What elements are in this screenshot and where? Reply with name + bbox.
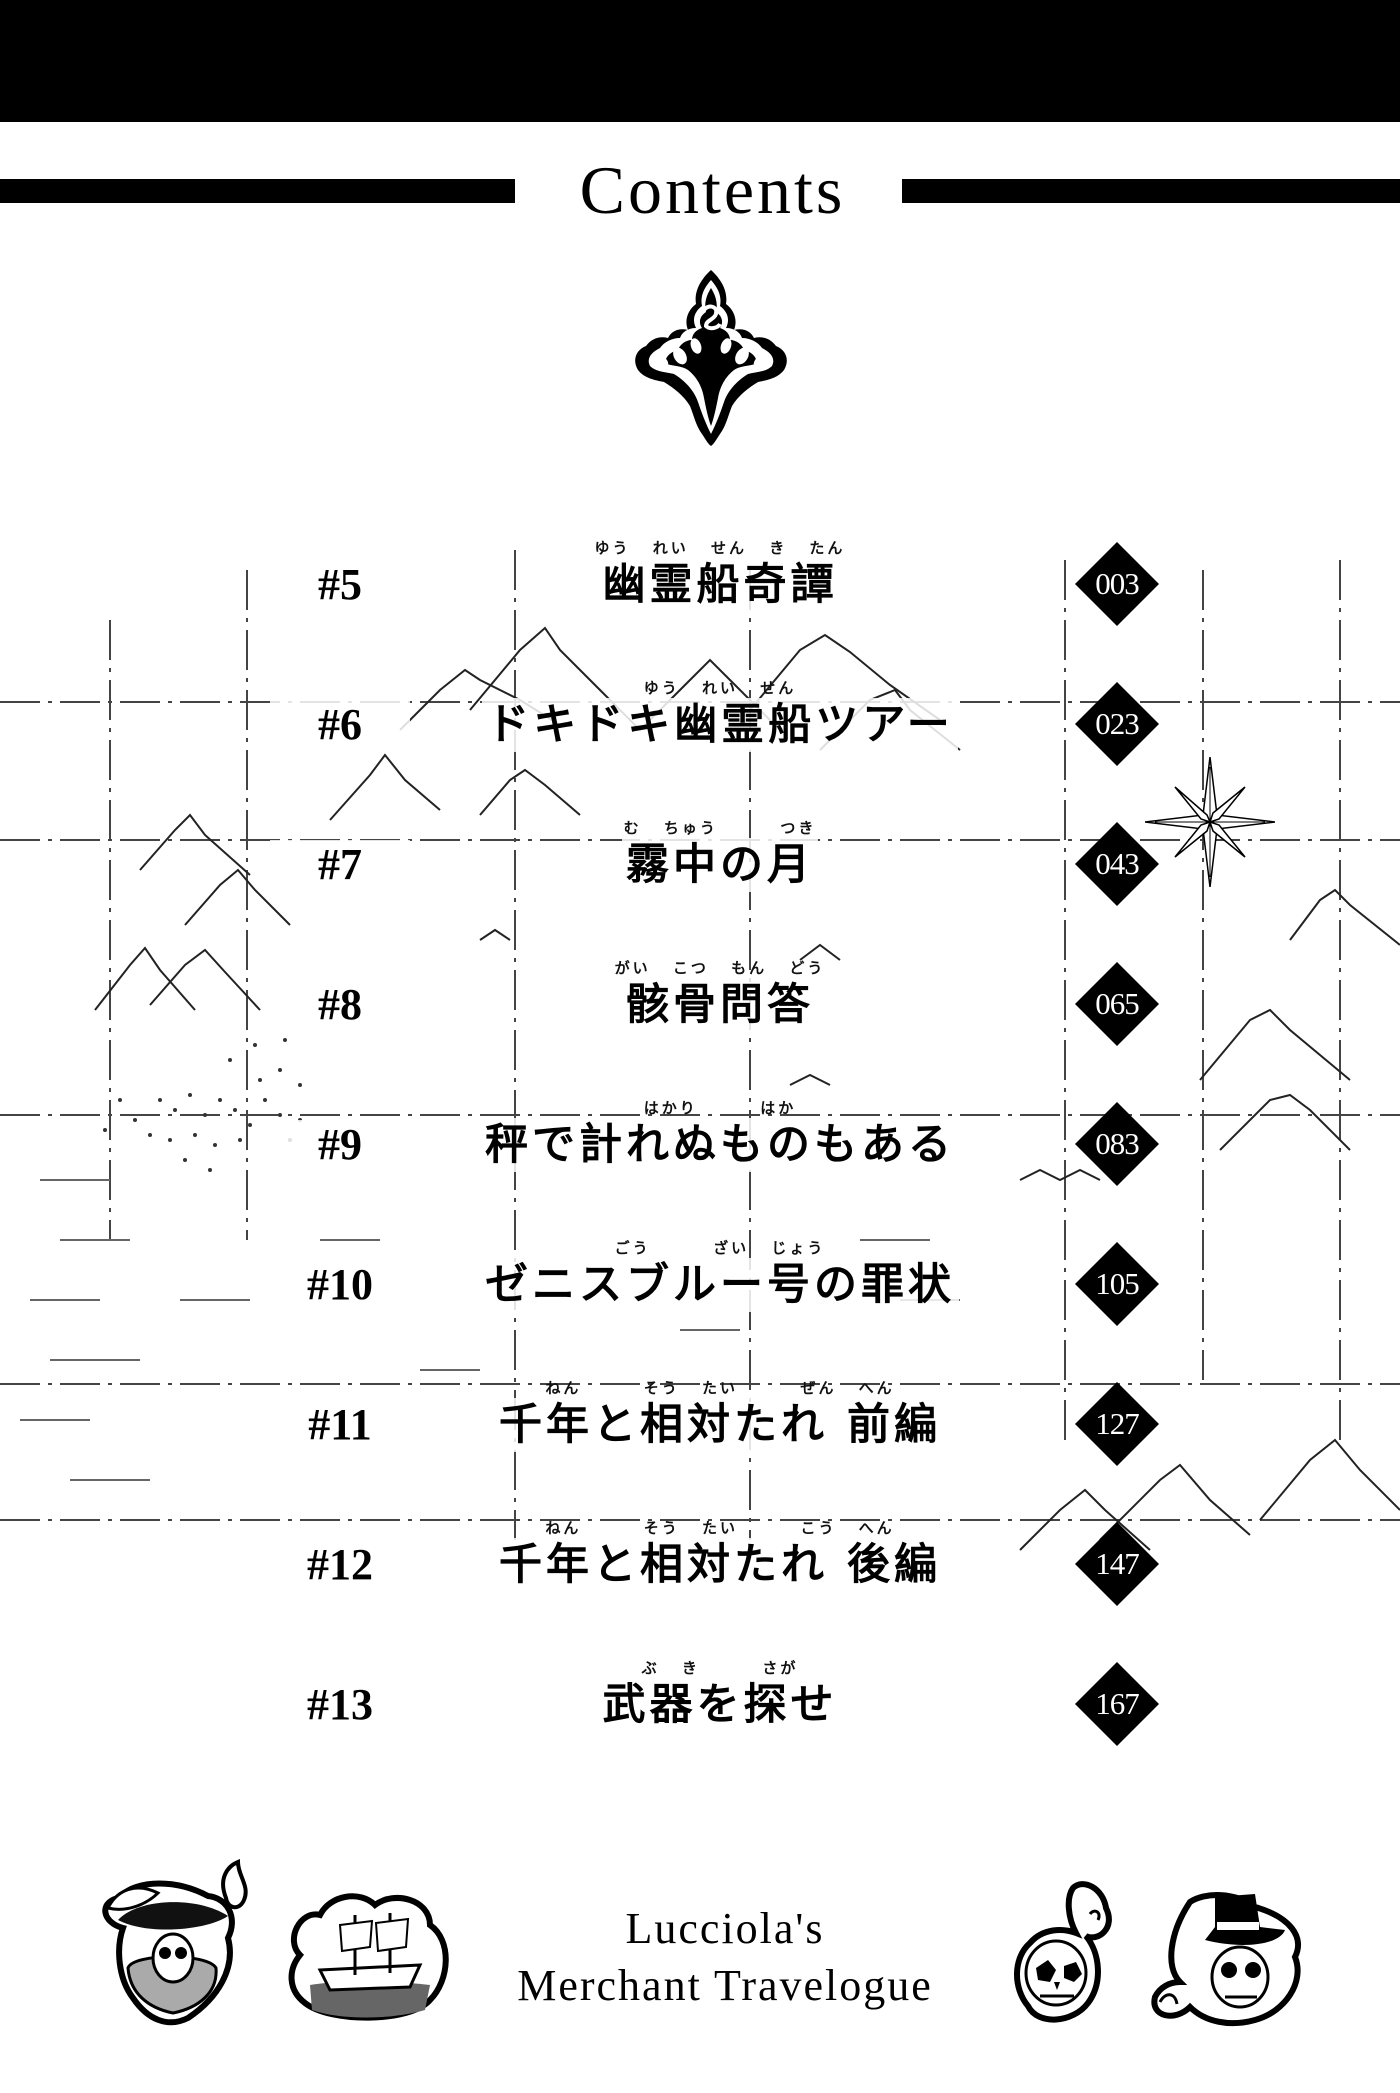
chapter-number: #8 <box>270 980 410 1030</box>
diamond-icon <box>1075 822 1159 906</box>
diamond-icon <box>1075 962 1159 1046</box>
diamond-icon <box>1075 1522 1159 1606</box>
chapter-number: #6 <box>270 700 410 750</box>
page-number: 003 <box>1095 566 1140 601</box>
chapter-ruby: ゆう れい せん <box>643 679 797 697</box>
page-badge[interactable]: 127 <box>1075 1382 1159 1466</box>
page-number: 023 <box>1095 706 1140 741</box>
chapter-ruby: む ちゅう つき <box>623 819 817 837</box>
page-badge[interactable]: 043 <box>1075 822 1159 906</box>
series-logo: Lucciola's Merchant Travelogue <box>470 1900 980 2014</box>
chapter-number: #9 <box>270 1120 410 1170</box>
page-number: 167 <box>1095 1686 1140 1721</box>
page-badge[interactable]: 167 <box>1075 1662 1159 1746</box>
chapter-number: #5 <box>270 560 410 610</box>
page-badge[interactable]: 105 <box>1075 1242 1159 1326</box>
chapter-title[interactable]: ドキドキ幽霊船ツアー <box>482 698 958 752</box>
chapter-title[interactable]: 秤で計れぬものもある <box>481 1118 959 1172</box>
page-badge[interactable]: 083 <box>1075 1102 1159 1186</box>
top-black-bar <box>0 0 1400 122</box>
chapter-title[interactable]: 千年と相対たれ 前編 <box>495 1398 945 1452</box>
compass-rose-icon <box>1145 757 1275 887</box>
chapter-title[interactable]: ゼニスブルー号の罪状 <box>481 1258 959 1312</box>
chapter-ruby: がい こつ もん どう <box>614 959 826 977</box>
chapter-title[interactable]: 霧中の月 <box>622 838 818 892</box>
page-number: 083 <box>1095 1126 1140 1161</box>
page-badge[interactable]: 147 <box>1075 1522 1159 1606</box>
page-badge[interactable]: 065 <box>1075 962 1159 1046</box>
chapter-title[interactable]: 骸骨問答 <box>622 978 818 1032</box>
chapter-ruby: はかり はか <box>643 1099 797 1117</box>
chapter-title[interactable]: 千年と相対たれ 後編 <box>495 1538 945 1592</box>
page-number: 065 <box>1095 986 1140 1021</box>
title-rule-right <box>902 179 1400 203</box>
fleur-ornament-icon <box>635 270 787 446</box>
page-number: 105 <box>1095 1266 1140 1301</box>
chapter-row-13[interactable]: #13 ぶ き さが 武器を探せ 167 <box>0 1658 1400 1758</box>
ghost-ship-icon <box>288 1893 449 2021</box>
title-rule-left <box>0 179 515 203</box>
chapter-row-12[interactable]: #12 ねん そう たい こう へん 千年と相対たれ 後編 147 <box>0 1518 1400 1618</box>
chapter-row-7[interactable]: #7 む ちゅう つき 霧中の月 043 <box>0 818 1400 918</box>
series-title-line2: Merchant Travelogue <box>517 1961 933 2010</box>
pirate-skull-icon <box>102 1859 248 2026</box>
diamond-icon <box>1075 1382 1159 1466</box>
chapter-ruby: ごう ざい じょう <box>614 1239 826 1257</box>
chapter-number: #11 <box>270 1400 410 1450</box>
chapter-number: #13 <box>270 1680 410 1730</box>
chapter-row-9[interactable]: #9 はかり はか 秤で計れぬものもある 083 <box>0 1098 1400 1198</box>
page-title: Contents <box>579 152 846 228</box>
diamond-icon <box>1075 682 1159 766</box>
chapter-row-6[interactable]: #6 ゆう れい せん ドキドキ幽霊船ツアー 023 <box>0 678 1400 778</box>
page-number: 043 <box>1095 846 1140 881</box>
chapter-number: #10 <box>270 1260 410 1310</box>
chapter-ruby: ゆう れい せん き たん <box>594 539 846 557</box>
chapter-number: #7 <box>270 840 410 890</box>
diamond-icon <box>1075 1662 1159 1746</box>
chapter-number: #12 <box>270 1540 410 1590</box>
chapter-row-8[interactable]: #8 がい こつ もん どう 骸骨問答 065 <box>0 958 1400 1058</box>
chapter-title[interactable]: 武器を探せ <box>598 1678 842 1732</box>
page-badge[interactable]: 023 <box>1075 682 1159 766</box>
diamond-icon <box>1075 1102 1159 1186</box>
page-number: 127 <box>1095 1406 1140 1441</box>
chapter-ruby: ねん そう たい ぜん へん <box>545 1379 895 1397</box>
chapter-row-10[interactable]: #10 ごう ざい じょう ゼニスブルー号の罪状 105 <box>0 1238 1400 1338</box>
top-hat-skull-icon <box>1151 1892 1302 2027</box>
chapter-ruby: ぶ き さが <box>641 1659 799 1677</box>
page-badge[interactable]: 003 <box>1075 542 1159 626</box>
chapter-row-11[interactable]: #11 ねん そう たい ぜん へん 千年と相対たれ 前編 127 <box>0 1378 1400 1478</box>
chapter-ruby: ねん そう たい こう へん <box>545 1519 895 1537</box>
series-title-line1: Lucciola's <box>625 1904 825 1953</box>
diamond-icon <box>1075 1242 1159 1326</box>
chapter-row-5[interactable]: #5 ゆう れい せん き たん 幽霊船奇譚 003 <box>0 538 1400 638</box>
skull-icon <box>1014 1881 1112 2023</box>
chapter-title[interactable]: 幽霊船奇譚 <box>598 558 842 612</box>
page-number: 147 <box>1095 1546 1140 1581</box>
diamond-icon <box>1075 542 1159 626</box>
